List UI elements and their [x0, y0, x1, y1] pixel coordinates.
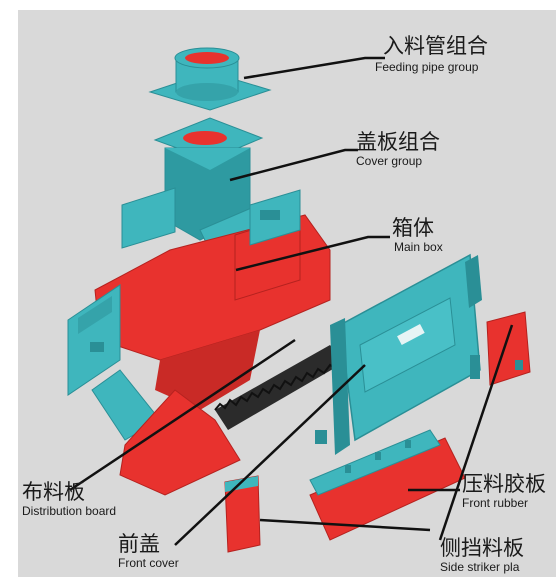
callout-main-box: 箱体 Main box — [392, 216, 443, 254]
callout-cn-label: 前盖 — [118, 532, 160, 556]
callout-en-label: Distribution board — [22, 504, 117, 518]
distribution-board-part — [214, 345, 346, 430]
callout-en-label: Front cover — [118, 556, 179, 570]
leader-feeding-pipe — [243, 56, 385, 80]
callout-en-label: Front rubber — [462, 496, 529, 510]
callout-cn-label: 侧挡料板 — [440, 536, 524, 560]
callout-en-label: Feeding pipe group — [375, 60, 479, 74]
front-cover-part — [224, 475, 261, 553]
feeding-pipe-group-part — [148, 47, 272, 111]
main-box-part — [67, 189, 331, 496]
side-striker-plate-part — [486, 311, 531, 386]
callout-en-label: Side striker pla — [440, 560, 520, 574]
leader-distribution-board — [69, 338, 296, 492]
leader-main-box — [235, 235, 390, 272]
leader-side-striker — [438, 324, 514, 541]
callout-cn-label: 箱体 — [392, 216, 434, 240]
callout-distribution-board: 布料板 Distribution board — [22, 480, 117, 518]
back-panel-part — [315, 253, 482, 455]
callout-cn-label: 入料管组合 — [383, 34, 488, 58]
callout-en-label: Main box — [394, 240, 443, 254]
leader-lines — [69, 56, 514, 546]
callout-side-striker-plate: 侧挡料板 Side striker pla — [440, 536, 524, 574]
callout-cover-group: 盖板组合 Cover group — [356, 130, 440, 168]
callout-cn-label: 盖板组合 — [356, 130, 440, 154]
leader-front-cover-tail — [259, 518, 431, 532]
leader-cover-group — [229, 148, 358, 182]
leader-front-cover — [174, 364, 366, 546]
callout-cn-label: 压料胶板 — [462, 472, 546, 496]
callout-front-rubber: 压料胶板 Front rubber — [462, 472, 546, 510]
front-rubber-part — [309, 429, 466, 541]
callout-cn-label: 布料板 — [22, 480, 85, 504]
callout-front-cover: 前盖 Front cover — [118, 532, 179, 570]
callout-feeding-pipe-group: 入料管组合 Feeding pipe group — [375, 34, 488, 74]
callout-en-label: Cover group — [356, 154, 423, 168]
